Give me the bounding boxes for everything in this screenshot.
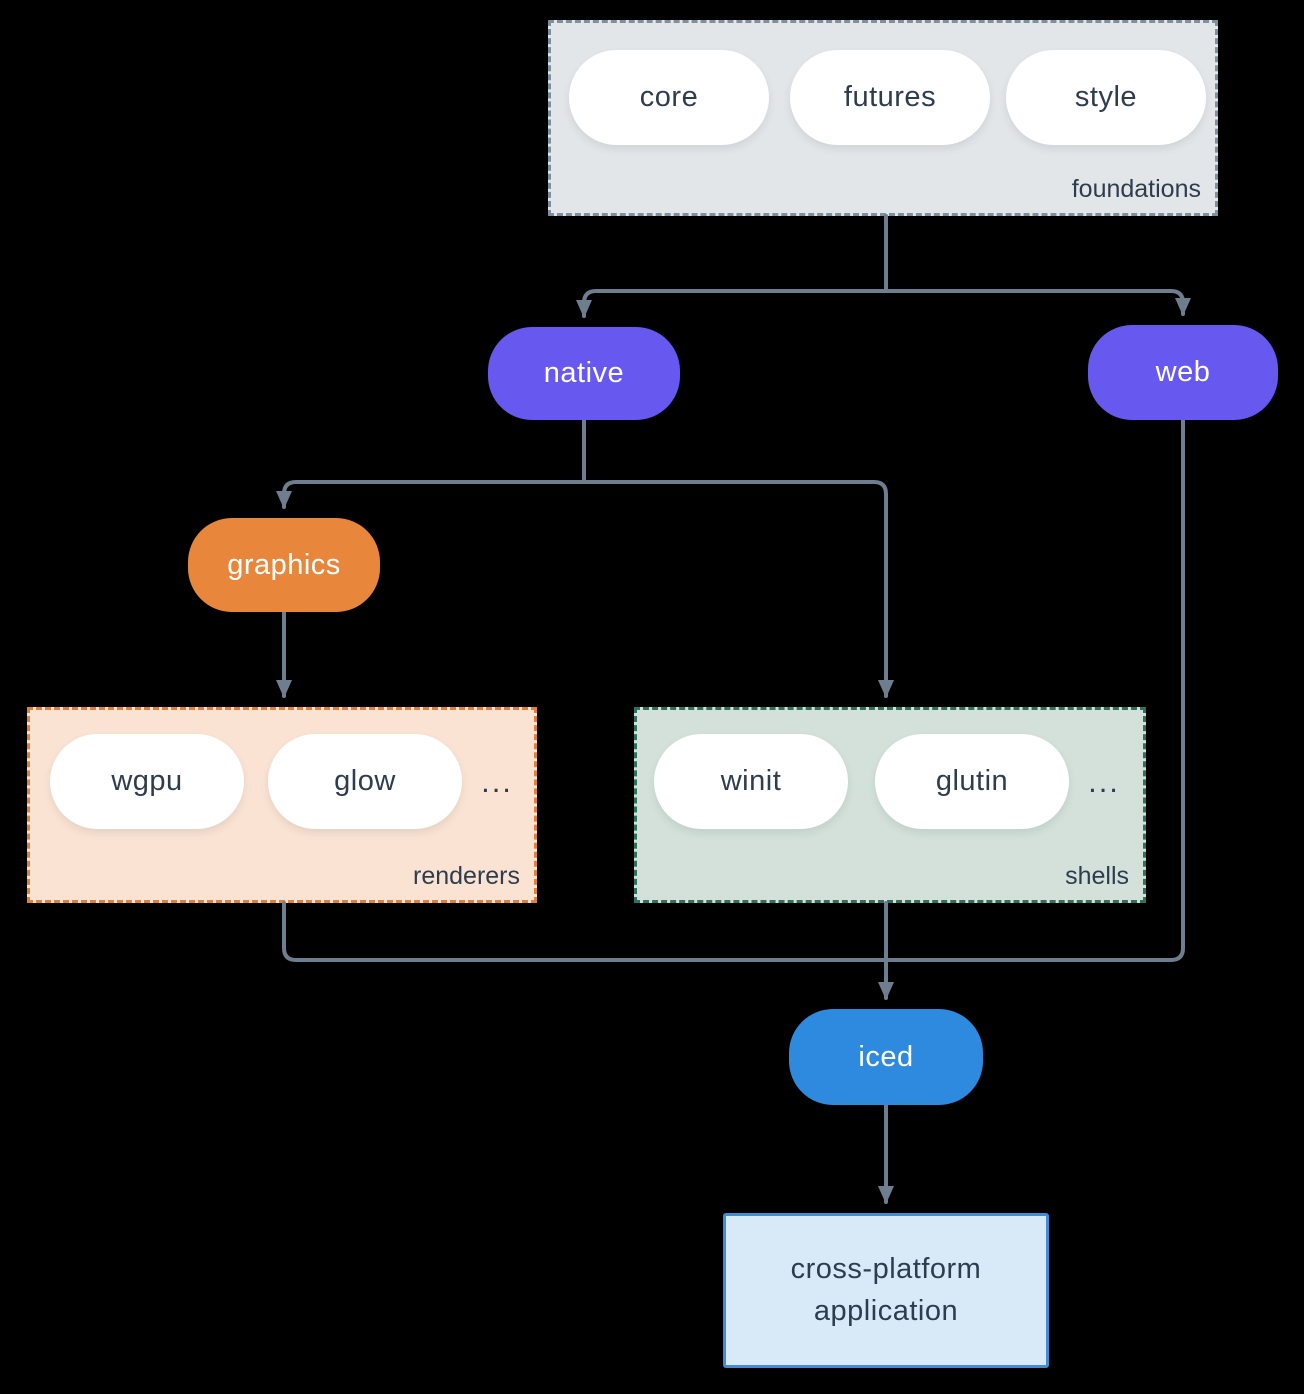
node-winit: winit (654, 734, 848, 829)
node-wgpu-label: wgpu (111, 765, 183, 797)
node-graphics: graphics (188, 518, 380, 612)
shells-ellipsis: ... (1088, 763, 1120, 799)
group-renderers-label: renderers (413, 862, 520, 890)
group-foundations-label: foundations (1071, 175, 1201, 203)
edge-native-shells (582, 480, 894, 698)
node-glutin-label: glutin (935, 765, 1009, 797)
edge-foundations-native (576, 289, 888, 318)
node-web-label: web (1155, 356, 1211, 388)
node-winit-label: winit (720, 765, 782, 797)
node-iced: iced (789, 1009, 983, 1105)
edge-native-graphics (276, 480, 586, 509)
group-shells-label: shells (1065, 862, 1129, 890)
edge-web-merge (884, 418, 1185, 962)
edge-renderers-merge (282, 901, 888, 962)
node-core: core (569, 50, 769, 145)
node-futures-label: futures (843, 81, 937, 113)
node-native: native (488, 327, 680, 420)
node-glutin: glutin (875, 734, 1069, 829)
node-glow: glow (268, 734, 462, 829)
edge-foundations-web (884, 289, 1191, 316)
node-graphics-label: graphics (227, 548, 341, 581)
node-web: web (1088, 325, 1278, 420)
node-native-label: native (543, 357, 625, 389)
node-futures: futures (790, 50, 990, 145)
application-label-line1: cross-platform (790, 1253, 982, 1285)
node-cross-platform-application: cross-platform application (723, 1213, 1049, 1368)
application-label-line2: application (813, 1295, 959, 1327)
node-iced-label: iced (858, 1040, 914, 1073)
node-core-label: core (639, 81, 699, 113)
renderers-ellipsis: ... (481, 763, 513, 799)
node-glow-label: glow (334, 765, 396, 797)
node-style: style (1006, 50, 1206, 145)
node-wgpu: wgpu (50, 734, 244, 829)
node-style-label: style (1074, 81, 1138, 113)
